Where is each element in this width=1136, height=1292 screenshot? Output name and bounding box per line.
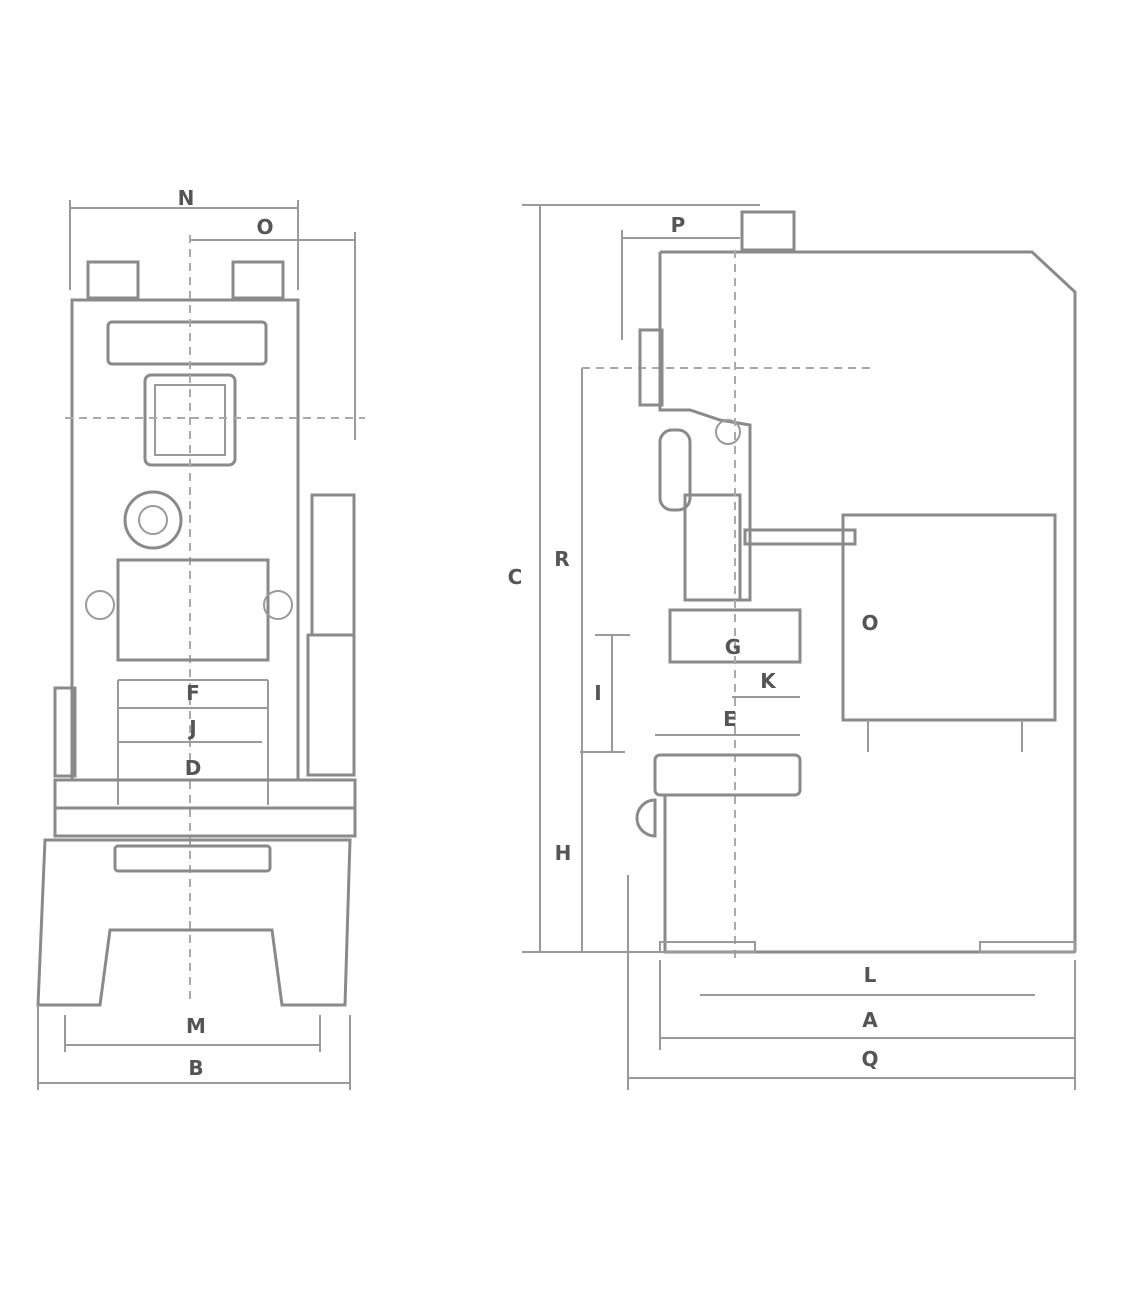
label-j: J bbox=[187, 716, 196, 740]
label-o-side: O bbox=[861, 611, 878, 635]
label-n: N bbox=[178, 186, 195, 210]
cylinder-left bbox=[86, 260, 140, 300]
cylinder-right bbox=[231, 260, 285, 300]
label-l: L bbox=[864, 963, 877, 987]
label-h: H bbox=[555, 841, 572, 865]
label-o: O bbox=[256, 215, 273, 239]
label-b: B bbox=[188, 1056, 203, 1080]
label-c: C bbox=[508, 565, 523, 589]
frame-outline bbox=[660, 250, 1077, 952]
label-a: A bbox=[862, 1008, 878, 1032]
motor-box bbox=[841, 513, 1057, 722]
label-e: E bbox=[723, 707, 737, 731]
label-g: G bbox=[725, 635, 741, 659]
label-k: K bbox=[760, 669, 777, 693]
side-view: P C R G K E I H O L A Q bbox=[508, 204, 1077, 1090]
label-p: P bbox=[671, 213, 686, 237]
bolster bbox=[53, 778, 357, 810]
label-r: R bbox=[554, 547, 569, 571]
label-m: M bbox=[186, 1014, 206, 1038]
nameplate bbox=[106, 320, 268, 366]
label-q: Q bbox=[861, 1047, 878, 1071]
front-view: N O F J D M B bbox=[36, 186, 365, 1090]
control-panel bbox=[310, 493, 356, 637]
label-i: I bbox=[594, 681, 601, 705]
base bbox=[36, 838, 352, 1007]
cylinder-side bbox=[740, 210, 796, 252]
side-base bbox=[663, 795, 1075, 954]
label-f: F bbox=[186, 681, 200, 705]
label-d: D bbox=[185, 756, 202, 780]
slide bbox=[116, 558, 270, 662]
ram bbox=[683, 493, 742, 602]
flywheel bbox=[123, 490, 183, 550]
